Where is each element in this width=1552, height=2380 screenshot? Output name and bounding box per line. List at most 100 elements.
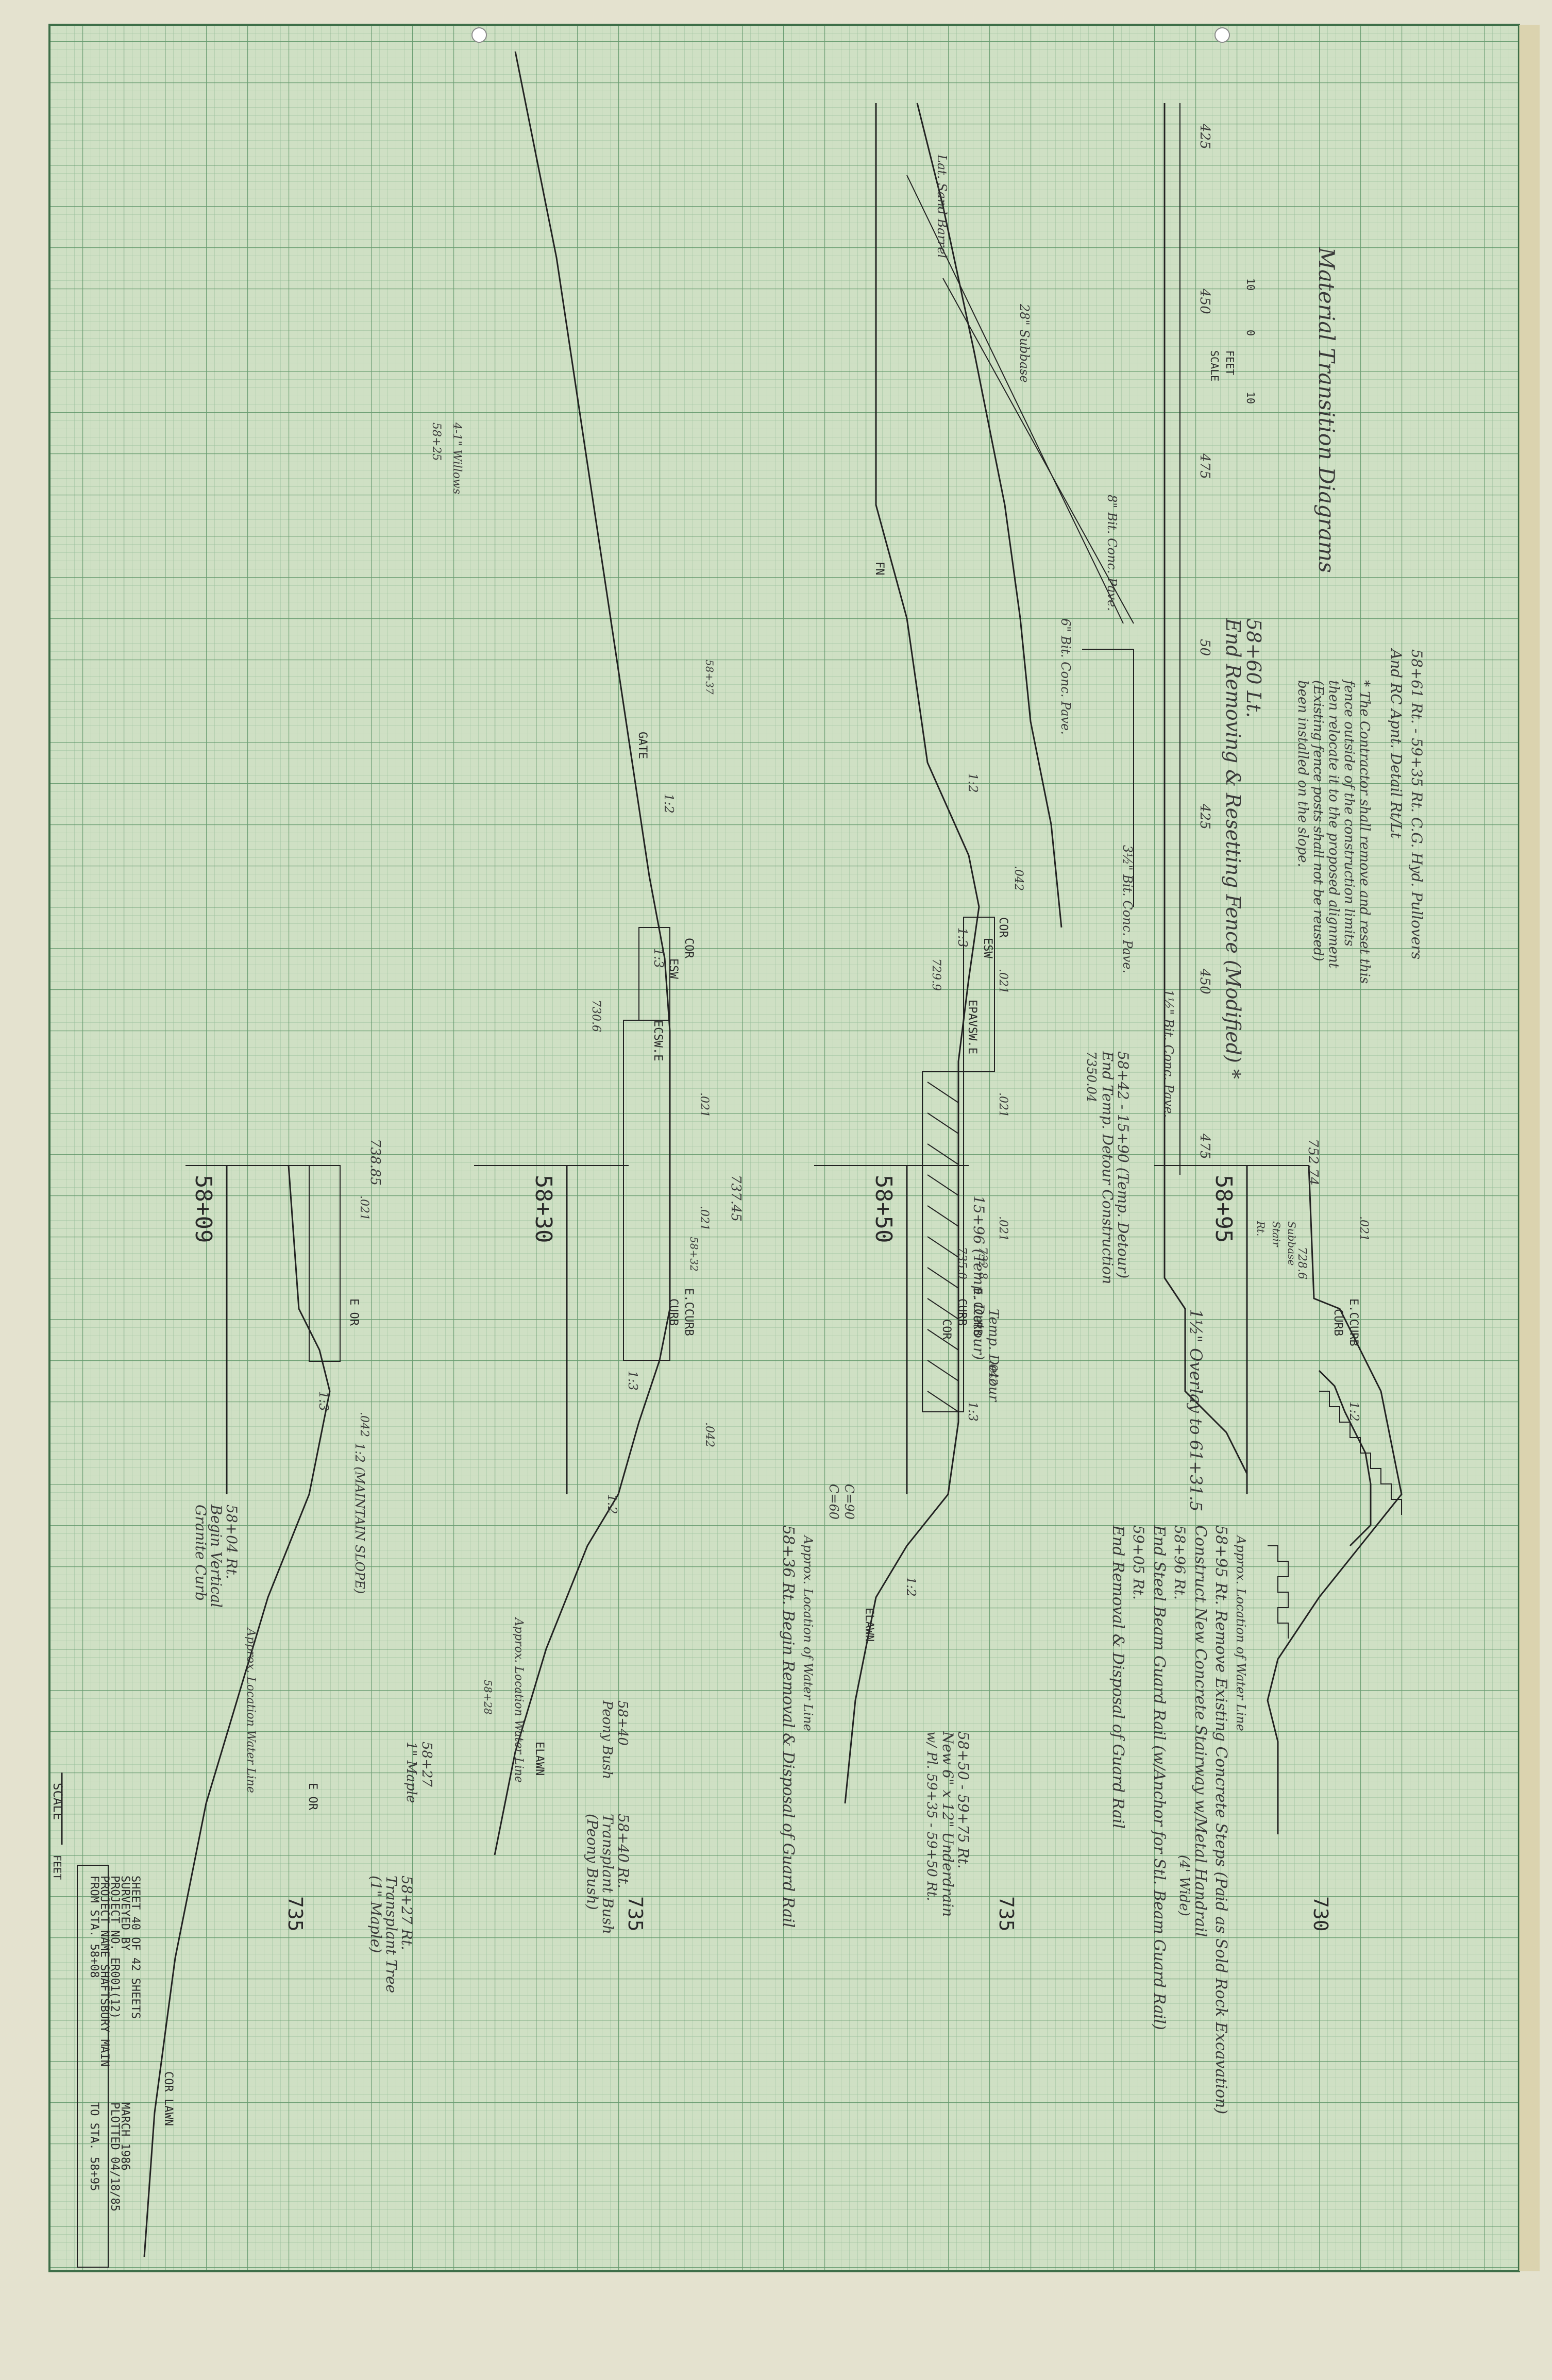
title-block: FROM STA. 58+08 TO STA. 58+95 PROJECT NA… [77, 1865, 142, 2268]
point-label: ESW [981, 938, 994, 958]
scale-label: SCALE [50, 1783, 65, 1820]
scale-unit: FEET [1224, 350, 1236, 375]
pavement-5850 [922, 917, 995, 1412]
note-text: fence outside of the construction limits [1341, 679, 1357, 946]
grade-label: .021 [1357, 1216, 1370, 1241]
note-text: 58+42 - 15+90 (Temp. Detour) [1115, 1051, 1132, 1278]
point-label: E.CCURB [1347, 1298, 1360, 1346]
slope-label: 1:3 [955, 927, 970, 948]
elev-label: 729.9 [930, 958, 942, 991]
note-text: 58+37 [703, 660, 716, 695]
note-text: Peony Bush [599, 1700, 615, 1779]
note-text: (Peony Bush) [584, 1814, 601, 1910]
offset-tick: 425 [1197, 123, 1212, 149]
note-text: Begin Vertical [208, 1504, 225, 1608]
structure-lines [906, 103, 1180, 1175]
pavement-box [309, 1165, 341, 1362]
note-text: Approx. Location Water Line [512, 1617, 525, 1783]
note-text: 1" Maple [403, 1742, 419, 1803]
note-text: been installed on the slope. [1295, 680, 1310, 867]
note-text: * The Contractor shall remove and reset … [1357, 680, 1372, 984]
note-text: Granite Curb [192, 1505, 209, 1601]
station-label: 58+30 [530, 1175, 556, 1243]
note-text: New 6" x 12" Underdrain [939, 1731, 956, 1917]
note-text: 58+25 [430, 423, 443, 461]
note-text: 4-1" Willows [450, 422, 463, 494]
note-text: 58+40 [615, 1700, 630, 1746]
note-text: 58+27 Rt. [398, 1876, 415, 1950]
note-text: Approx. Location Water Line [244, 1627, 257, 1793]
note-text: (1" Maple) [367, 1876, 384, 1953]
note-text: Subbase [1286, 1221, 1298, 1265]
cl-elevation: 737.45 [728, 1175, 744, 1222]
hatched-area [927, 1082, 959, 1412]
slope-label: 1:2 [966, 773, 980, 793]
diagram-subtitle: 58+61 Rt. - 59+35 Rt. C.G. Hyd. Pullover… [1408, 649, 1425, 959]
graph-grid [49, 25, 1519, 2271]
note-text: End Steel Beam Guard Rail (w/Anchor for … [1150, 1525, 1168, 2030]
title-block-frame [77, 1865, 109, 2268]
elevation-label: 735 [624, 1896, 647, 1932]
point-label: ELAWN [533, 1742, 546, 1776]
note-text: C=60 [826, 1484, 841, 1520]
ground-5809 [143, 1165, 331, 2257]
note-text: C=90 [842, 1484, 856, 1520]
scale-number: 10 [1244, 392, 1257, 404]
point-label: COR LAWN [162, 2071, 175, 2126]
slope-label: 1:3 [316, 1391, 331, 1411]
title-block-line: MARCH 1986 [119, 2102, 131, 2170]
offset-tick: 475 [1197, 1133, 1212, 1159]
point-label: EPAVSW.E [966, 1000, 979, 1054]
note-text: then relocate it to the proposed alignme… [1326, 680, 1341, 969]
title-block-line: TO STA. 58+95 [88, 2102, 100, 2191]
note-text: 8" Bit. Conc. Pave. [1105, 495, 1119, 611]
tape-edge [1519, 25, 1540, 2271]
grade-label: .042 [358, 1412, 370, 1437]
note-text: Stair [1270, 1221, 1283, 1247]
note-text: 58+28 [482, 1680, 494, 1715]
elev-label: 728.6 [1295, 1247, 1308, 1279]
note-text: End Temp. Detour Construction [1099, 1051, 1116, 1284]
point-label: ECSW.E [651, 1020, 664, 1061]
note-text: Approx. Location of Water Line [1234, 1534, 1248, 1731]
note-text: 6" Bit. Conc. Pave. [1058, 618, 1073, 735]
point-label: E.CCURB [682, 1288, 695, 1336]
slope-label: 1:3 [966, 1402, 980, 1422]
title-block-line: SHEET 40 OF 42 SHEETS [129, 1876, 142, 2019]
point-label: ELAWN [863, 1608, 875, 1642]
note-text: End Removing & Resetting Fence (Modified… [1222, 618, 1244, 1079]
slope-label: 1:3 [651, 948, 666, 968]
elevation-label: 735 [995, 1896, 1018, 1932]
point-label: E OR [347, 1298, 360, 1326]
grade-label: .021 [997, 1092, 1009, 1118]
slope-label: 1:3 [626, 1371, 640, 1391]
offset-tick: 475 [1197, 453, 1212, 479]
grade-label: .042 [1012, 866, 1025, 891]
note-text: 28" Subbase [1017, 303, 1032, 383]
note-text: End Removal & Disposal of Guard Rail [1109, 1525, 1127, 1829]
elev-label: 732.8 [976, 1247, 989, 1279]
point-label: CURB [955, 1298, 968, 1326]
sidewalk-box [638, 927, 670, 1021]
hole-punch [1214, 27, 1230, 43]
grade-label: .042 [986, 1360, 999, 1386]
note-text: 1½" Bit. Conc. Pave. [1161, 989, 1176, 1118]
note-text: w/ Pl. 59+35 - 59+50 Rt. [924, 1731, 939, 1901]
note-text: 1½" Overlay to 61+31.5 [1186, 1309, 1206, 1511]
point-label: ESW [667, 958, 680, 979]
offset-tick: 425 [1197, 803, 1212, 830]
point-label: E OR [306, 1783, 319, 1811]
ground-5895 [1163, 103, 1248, 1474]
note-text: 59+05 Rt. [1130, 1525, 1147, 1600]
title-block-line: FROM STA. 58+08 [88, 1876, 100, 1978]
annotation-layer: Material Transition Diagrams 58+61 Rt. -… [162, 123, 1425, 2126]
scale-number: 0 [1244, 330, 1257, 336]
note-text: 58+40 Rt. [615, 1814, 632, 1888]
subbase-line [942, 278, 1134, 624]
title-block-line: PROJECT NO. ER001(12) [108, 1876, 121, 2019]
note-text: 3½" Bit. Conc. Pave. [1120, 845, 1135, 973]
grade-label: .021 [358, 1195, 370, 1221]
stair-steps [1268, 1545, 1289, 1639]
profile-5895 [1267, 1165, 1403, 1834]
